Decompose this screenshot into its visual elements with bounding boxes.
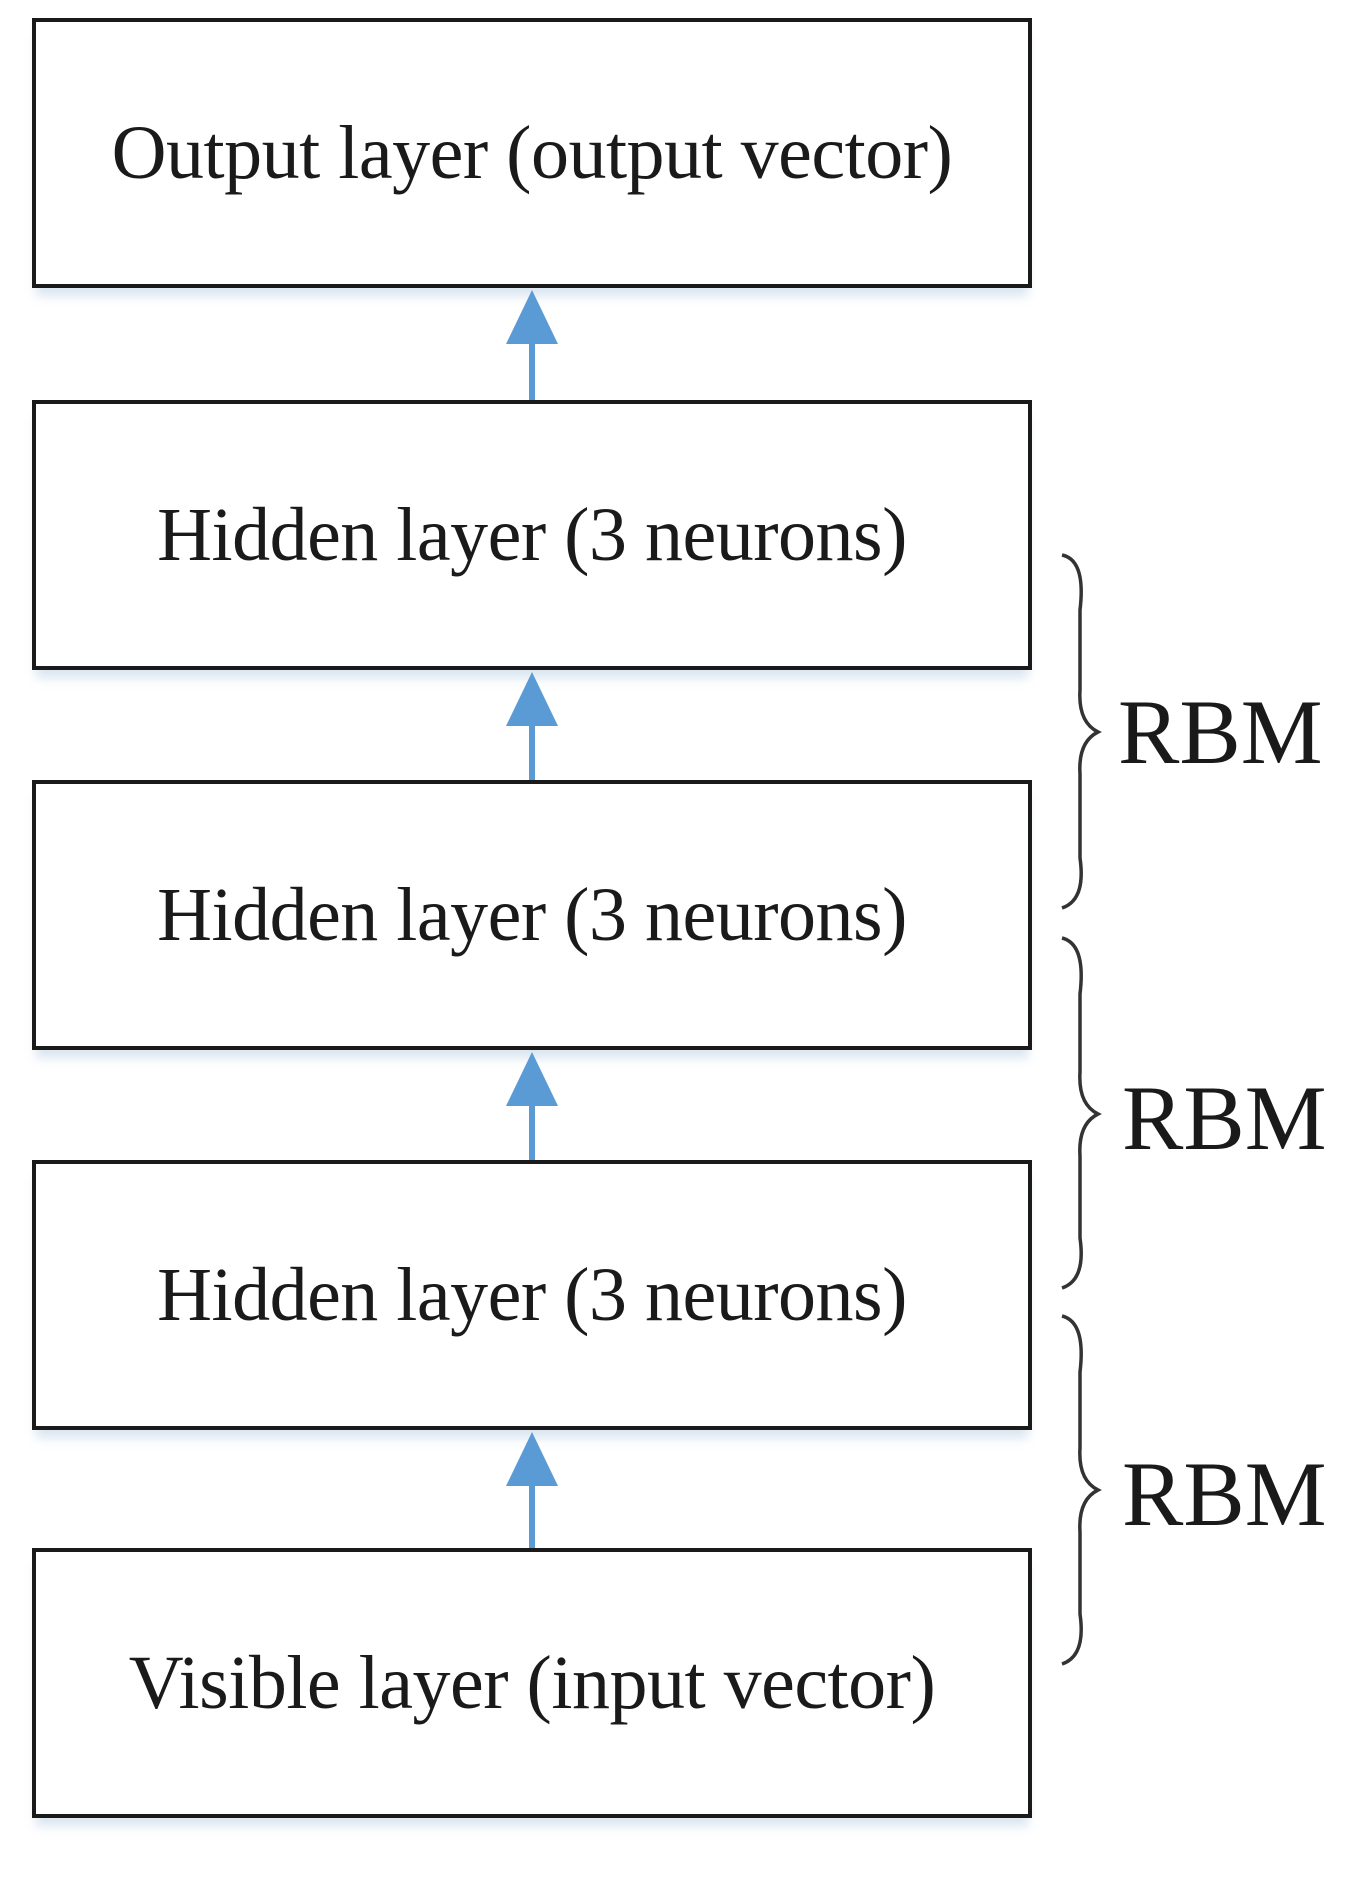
rbm-brace-top [1061,553,1102,910]
arrow-hidden2-to-hidden3 [506,672,558,780]
output-layer-label: Output layer (output vector) [111,111,953,195]
hidden-layer-2-box: Hidden layer (3 neurons) [32,780,1032,1050]
hidden-layer-1-box: Hidden layer (3 neurons) [32,1160,1032,1430]
rbm-brace-middle [1061,936,1102,1290]
output-layer-box: Output layer (output vector) [32,18,1032,288]
rbm-label-middle: RBM [1122,1067,1327,1169]
arrow-visible-to-hidden1 [506,1432,558,1548]
rbm-brace-bottom [1061,1314,1102,1666]
hidden-layer-2-label: Hidden layer (3 neurons) [157,873,907,957]
hidden-layer-1-label: Hidden layer (3 neurons) [157,1253,907,1337]
visible-layer-label: Visible layer (input vector) [128,1641,936,1725]
hidden-layer-3-box: Hidden layer (3 neurons) [32,400,1032,670]
rbm-label-bottom: RBM [1122,1443,1327,1545]
arrow-hidden1-to-hidden2 [506,1052,558,1160]
hidden-layer-3-label: Hidden layer (3 neurons) [157,493,907,577]
rbm-label-top: RBM [1118,681,1323,783]
arrow-hidden3-to-output [506,290,558,400]
visible-layer-box: Visible layer (input vector) [32,1548,1032,1818]
